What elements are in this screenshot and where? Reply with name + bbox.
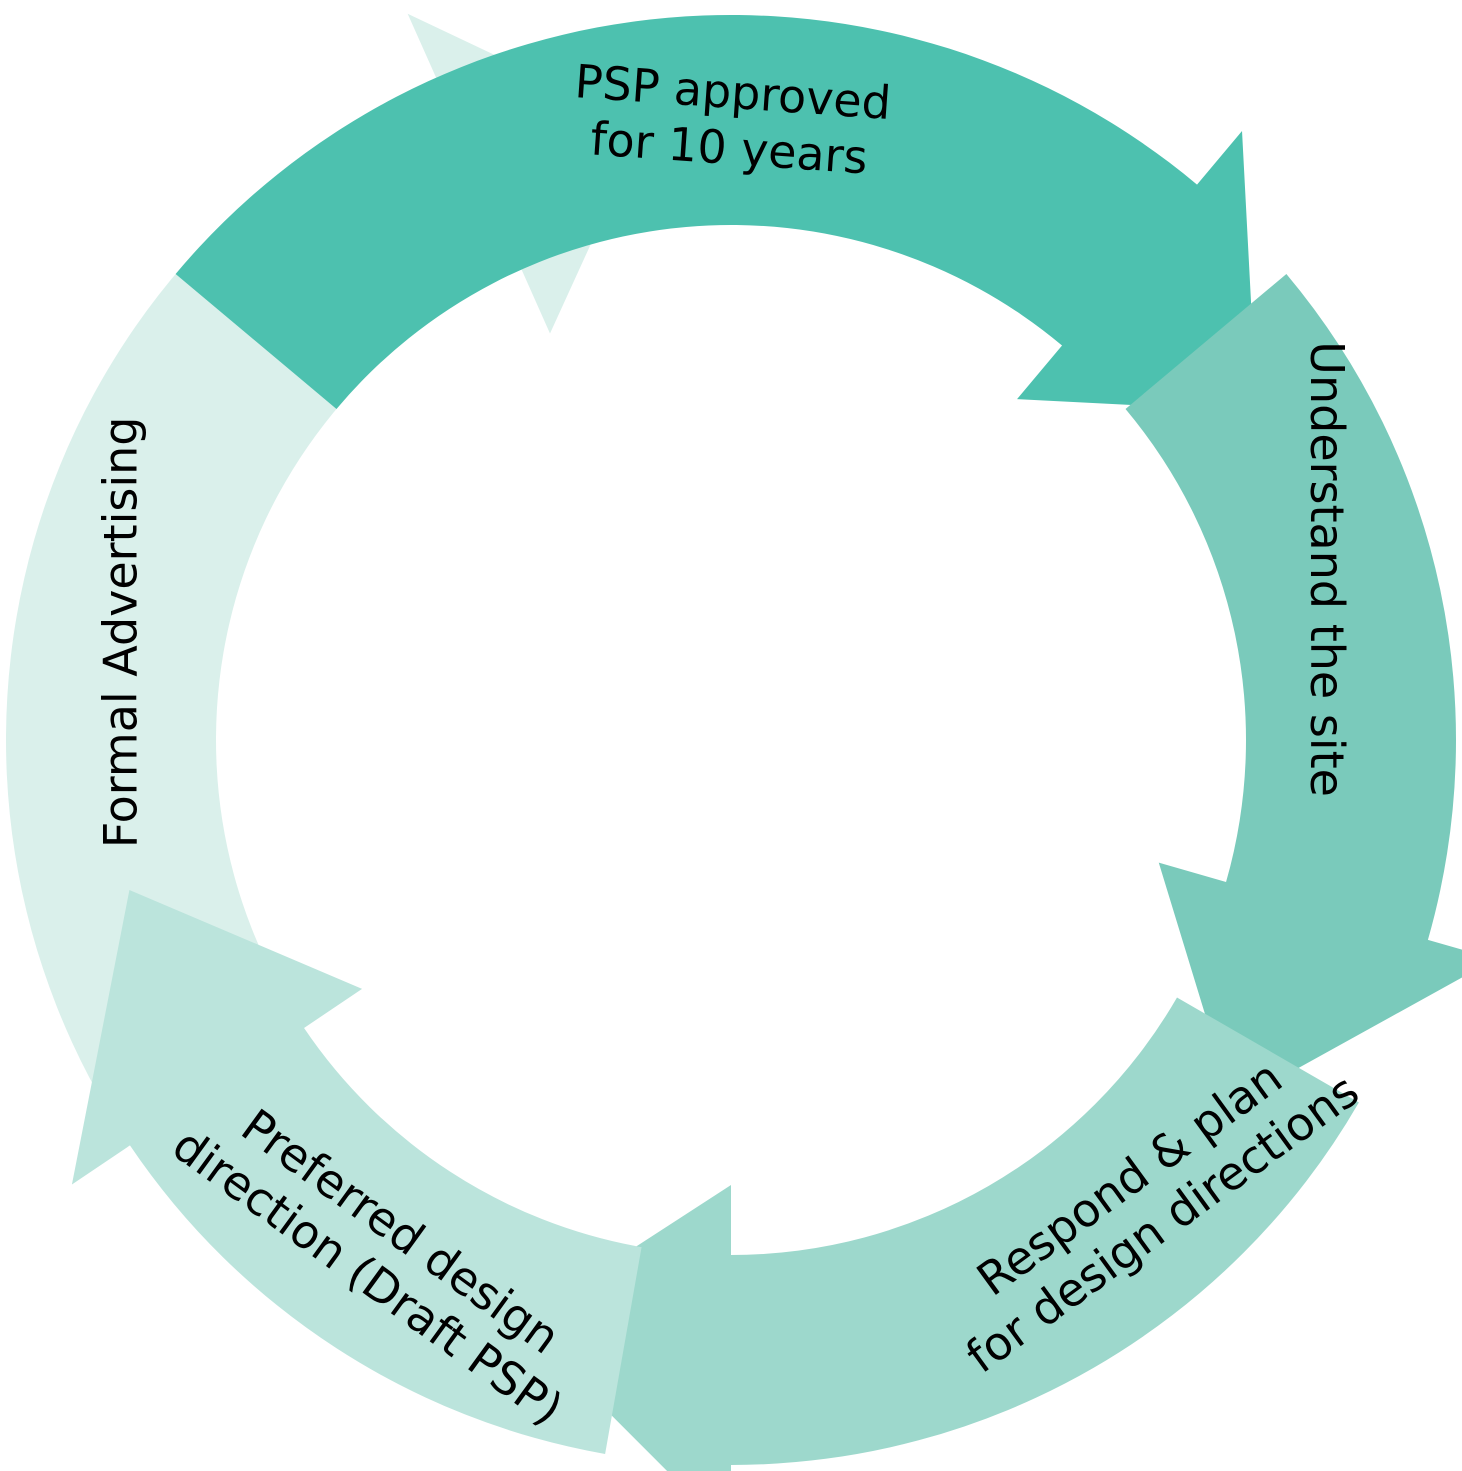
cycle-arrow-respond-plan: [518, 997, 1359, 1471]
cycle-segments: [6, 13, 1462, 1471]
cycle-arrow-formal-advertising: [6, 13, 645, 1146]
cycle-arrow-psp-approved: [175, 15, 1257, 412]
cycle-label-formal-advertising: Formal Advertising: [93, 416, 147, 848]
cycle-label-line: Formal Advertising: [93, 416, 147, 848]
cycle-label-line: Understand the site: [1300, 341, 1354, 797]
cycle-label-understand-site: Understand the site: [1300, 341, 1354, 797]
cycle-arrow-understand-site: [1125, 273, 1462, 1105]
cycle-arrow-preferred-design: [71, 889, 642, 1454]
